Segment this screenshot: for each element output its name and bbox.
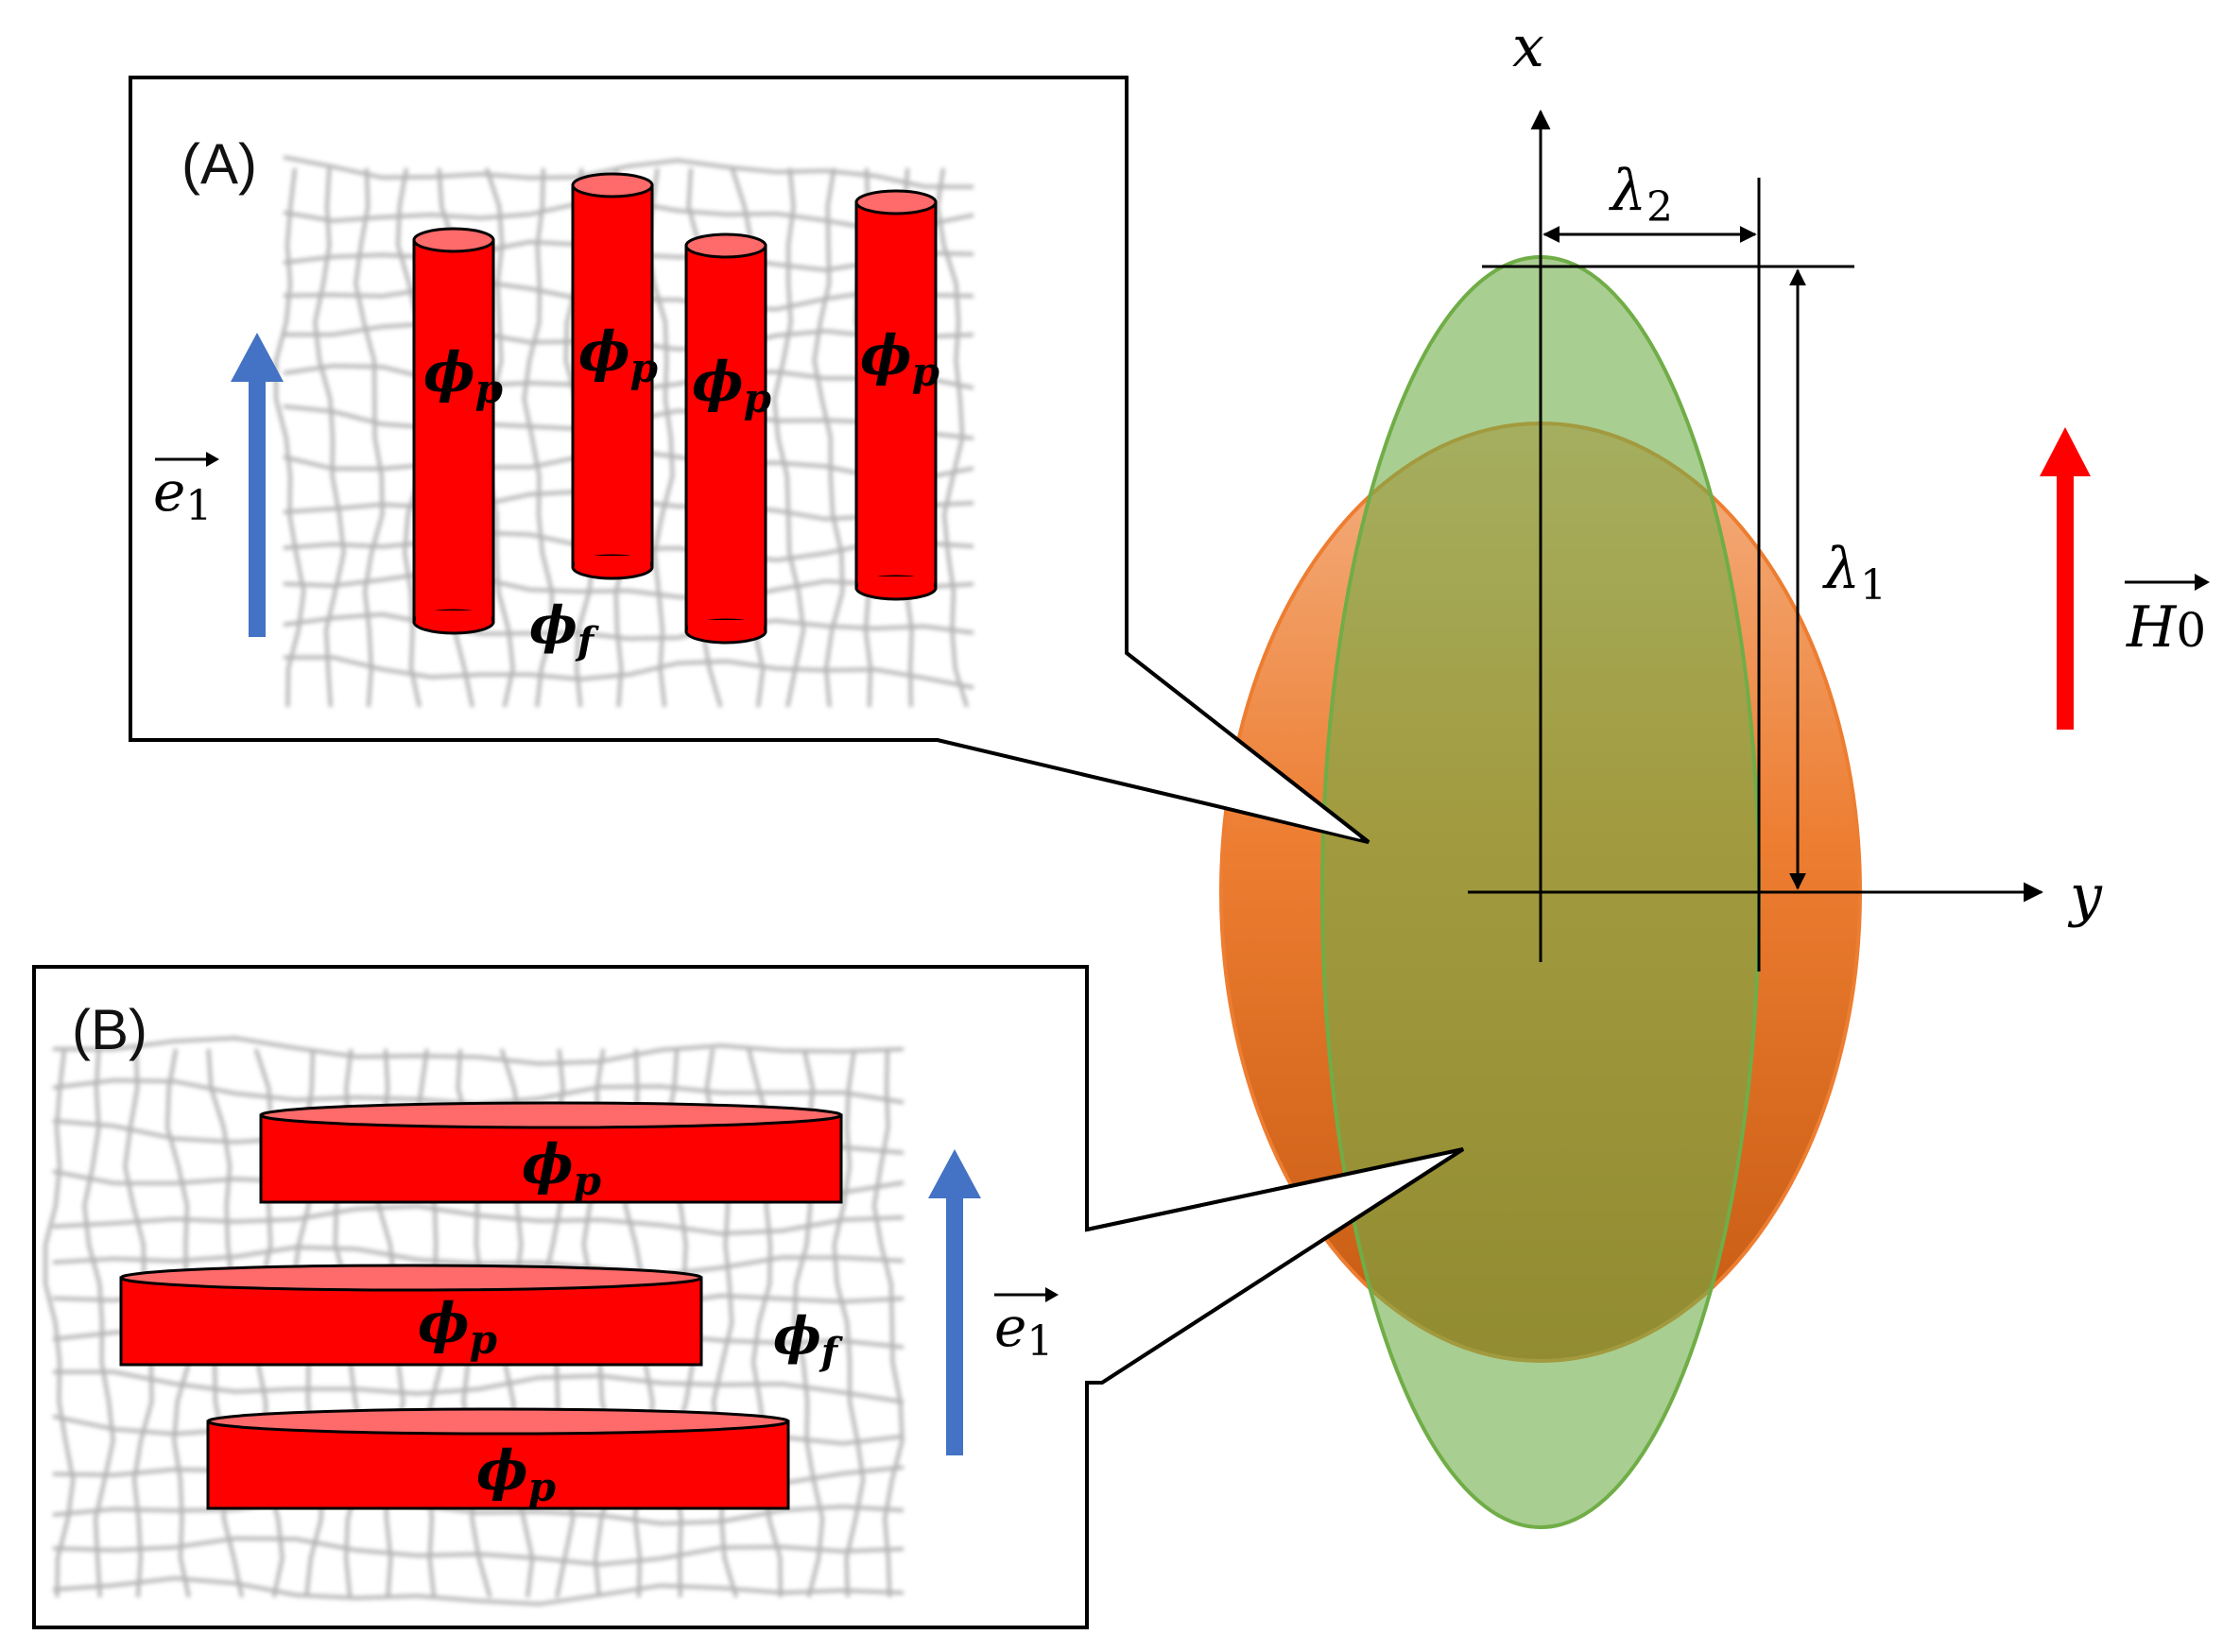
y-axis-label: y — [2067, 863, 2103, 929]
panel-a: (A) e1 ϕp ϕp ϕp — [129, 76, 1370, 844]
field-arrow-shaft — [2057, 473, 2074, 730]
e1-label-b: e1 — [994, 1295, 1053, 1366]
disc-2-label: ϕp — [418, 1291, 497, 1363]
fiber-strand — [52, 1536, 905, 1567]
fiber-strand — [283, 155, 974, 189]
fiber-strand — [284, 655, 974, 690]
callout-b-cover — [1084, 1155, 1446, 1380]
dimension-lines: λ2 λ1 — [1482, 158, 1887, 972]
coordinate-axes: x y — [1468, 14, 2103, 962]
callout-b-leader-lines — [1086, 1147, 1465, 1385]
e1-arrow-head-a — [231, 333, 284, 382]
x-axis-label: x — [1512, 14, 1544, 80]
disc-2: ϕp — [119, 1264, 703, 1367]
cylinder-2-label: ϕp — [578, 319, 658, 391]
fiber-strand — [53, 1369, 905, 1404]
callout-a-cover — [939, 656, 1361, 839]
lambda1-label: λ1 — [1822, 536, 1887, 610]
cylinder-4-label: ϕp — [860, 323, 939, 395]
fiber-strand — [52, 1575, 905, 1607]
e1-arrow-shaft-a — [249, 378, 266, 637]
cylinder-4: ϕp — [854, 189, 939, 601]
fiber-strand — [871, 1048, 905, 1598]
field-arrow-head — [2040, 427, 2091, 476]
cylinder-3: ϕp — [684, 232, 771, 645]
cylinder-1: ϕp — [412, 227, 503, 635]
e1-arrow-shaft-b — [946, 1195, 963, 1455]
fiber-strand — [52, 1204, 905, 1236]
cylinder-3-label: ϕp — [692, 350, 771, 422]
fiber-strand — [43, 1048, 76, 1598]
field-label: H0 — [2126, 594, 2206, 661]
panel-b-label: (B) — [72, 998, 147, 1061]
fiber-strand — [52, 1036, 905, 1066]
field-vector-head — [2195, 574, 2210, 591]
fiber-strand — [82, 1048, 115, 1598]
fiber-strand — [522, 167, 554, 708]
e1-arrow-head-b — [928, 1149, 981, 1198]
matrix-label-b: ϕf — [773, 1305, 843, 1374]
fiber-strand — [812, 167, 845, 708]
magnetic-field-indicator: H0 — [2040, 427, 2210, 730]
cylinder-2: ϕp — [571, 172, 658, 580]
e1-label-a: e1 — [153, 459, 212, 530]
disc-3-label: ϕp — [476, 1438, 556, 1510]
fiber-strand — [772, 167, 806, 708]
disc-1-label: ϕp — [522, 1132, 601, 1204]
fiber-strand — [283, 611, 974, 641]
disc-1: ϕp — [259, 1101, 843, 1204]
fiber-strand — [52, 1494, 905, 1526]
disc-3: ϕp — [206, 1407, 790, 1510]
fiber-strand — [274, 167, 306, 708]
lambda2-label: λ2 — [1609, 158, 1673, 232]
fiber-strand — [52, 1245, 905, 1277]
e1-vector-head-b — [1045, 1287, 1059, 1302]
panel-a-label: (A) — [181, 132, 257, 196]
cylinder-1-label: ϕp — [423, 340, 503, 412]
e1-vector-head-a — [206, 452, 219, 467]
